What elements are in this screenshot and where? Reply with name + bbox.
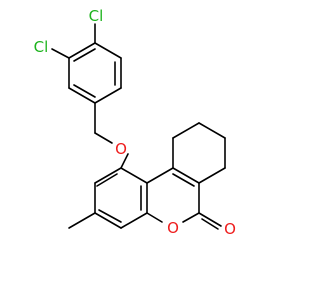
molecule-structure: Cl Cl O O O (34, 7, 236, 238)
atom-labels: Cl Cl O O O (34, 7, 236, 238)
chlorine-label-top: Cl (89, 7, 104, 25)
ring-oxygen-label: O (167, 219, 179, 237)
ether-oxygen-label: O (115, 140, 127, 158)
carbonyl-oxygen-label: O (224, 220, 236, 238)
chlorine-label-left: Cl (34, 38, 49, 56)
bond-lines (51, 23, 226, 230)
